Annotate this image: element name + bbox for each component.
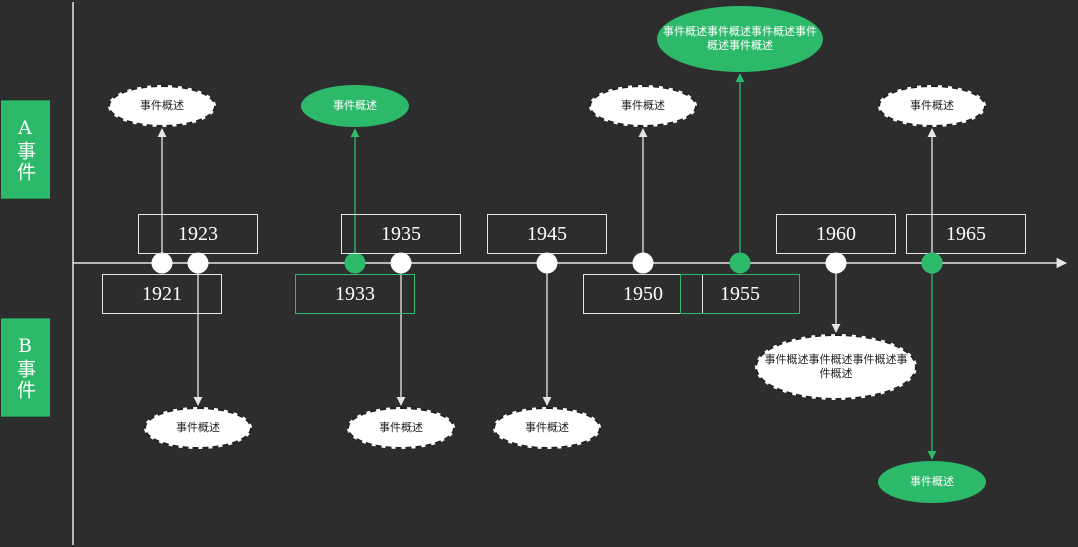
timeline-node-1935[interactable] (390, 252, 412, 274)
event-bubble-1965[interactable]: 事件概述 (878, 85, 986, 127)
row-label-b-text: B事件 (14, 334, 36, 401)
row-label-a-text: A事件 (14, 116, 36, 183)
year-box-1923: 1923 (138, 214, 258, 254)
timeline-node-1923[interactable] (187, 252, 209, 274)
timeline-node-1955[interactable] (729, 252, 751, 274)
event-bubble-1960[interactable]: 事件概述事件概述事件概述事件概述 (755, 334, 917, 400)
timeline-node-1921[interactable] (151, 252, 173, 274)
event-bubble-1923[interactable]: 事件概述 (144, 407, 252, 449)
year-box-1950: 1950 (583, 274, 703, 314)
event-bubble-1933[interactable]: 事件概述 (301, 85, 409, 127)
year-box-1933: 1933 (295, 274, 415, 314)
row-label-a: A事件 (1, 100, 50, 199)
event-bubble-1945[interactable]: 事件概述 (493, 407, 601, 449)
event-bubble-1950[interactable]: 事件概述 (589, 85, 697, 127)
event-bubble-1921[interactable]: 事件概述 (108, 85, 216, 127)
event-bubble-1935[interactable]: 事件概述 (347, 407, 455, 449)
year-box-1921: 1921 (102, 274, 222, 314)
timeline-node-1933[interactable] (344, 252, 366, 274)
timeline-node-1945[interactable] (536, 252, 558, 274)
timeline-node-1960[interactable] (825, 252, 847, 274)
year-box-1955: 1955 (680, 274, 800, 314)
year-box-1965: 1965 (906, 214, 1026, 254)
row-label-b: B事件 (1, 318, 50, 417)
timeline-node-1950[interactable] (632, 252, 654, 274)
event-bubble-1955[interactable]: 事件概述事件概述事件概述事件概述事件概述 (657, 6, 823, 72)
year-box-1960: 1960 (776, 214, 896, 254)
timeline-node-1965b[interactable] (921, 252, 943, 274)
year-box-1945: 1945 (487, 214, 607, 254)
year-box-1935: 1935 (341, 214, 461, 254)
event-bubble-1965b[interactable]: 事件概述 (878, 461, 986, 503)
